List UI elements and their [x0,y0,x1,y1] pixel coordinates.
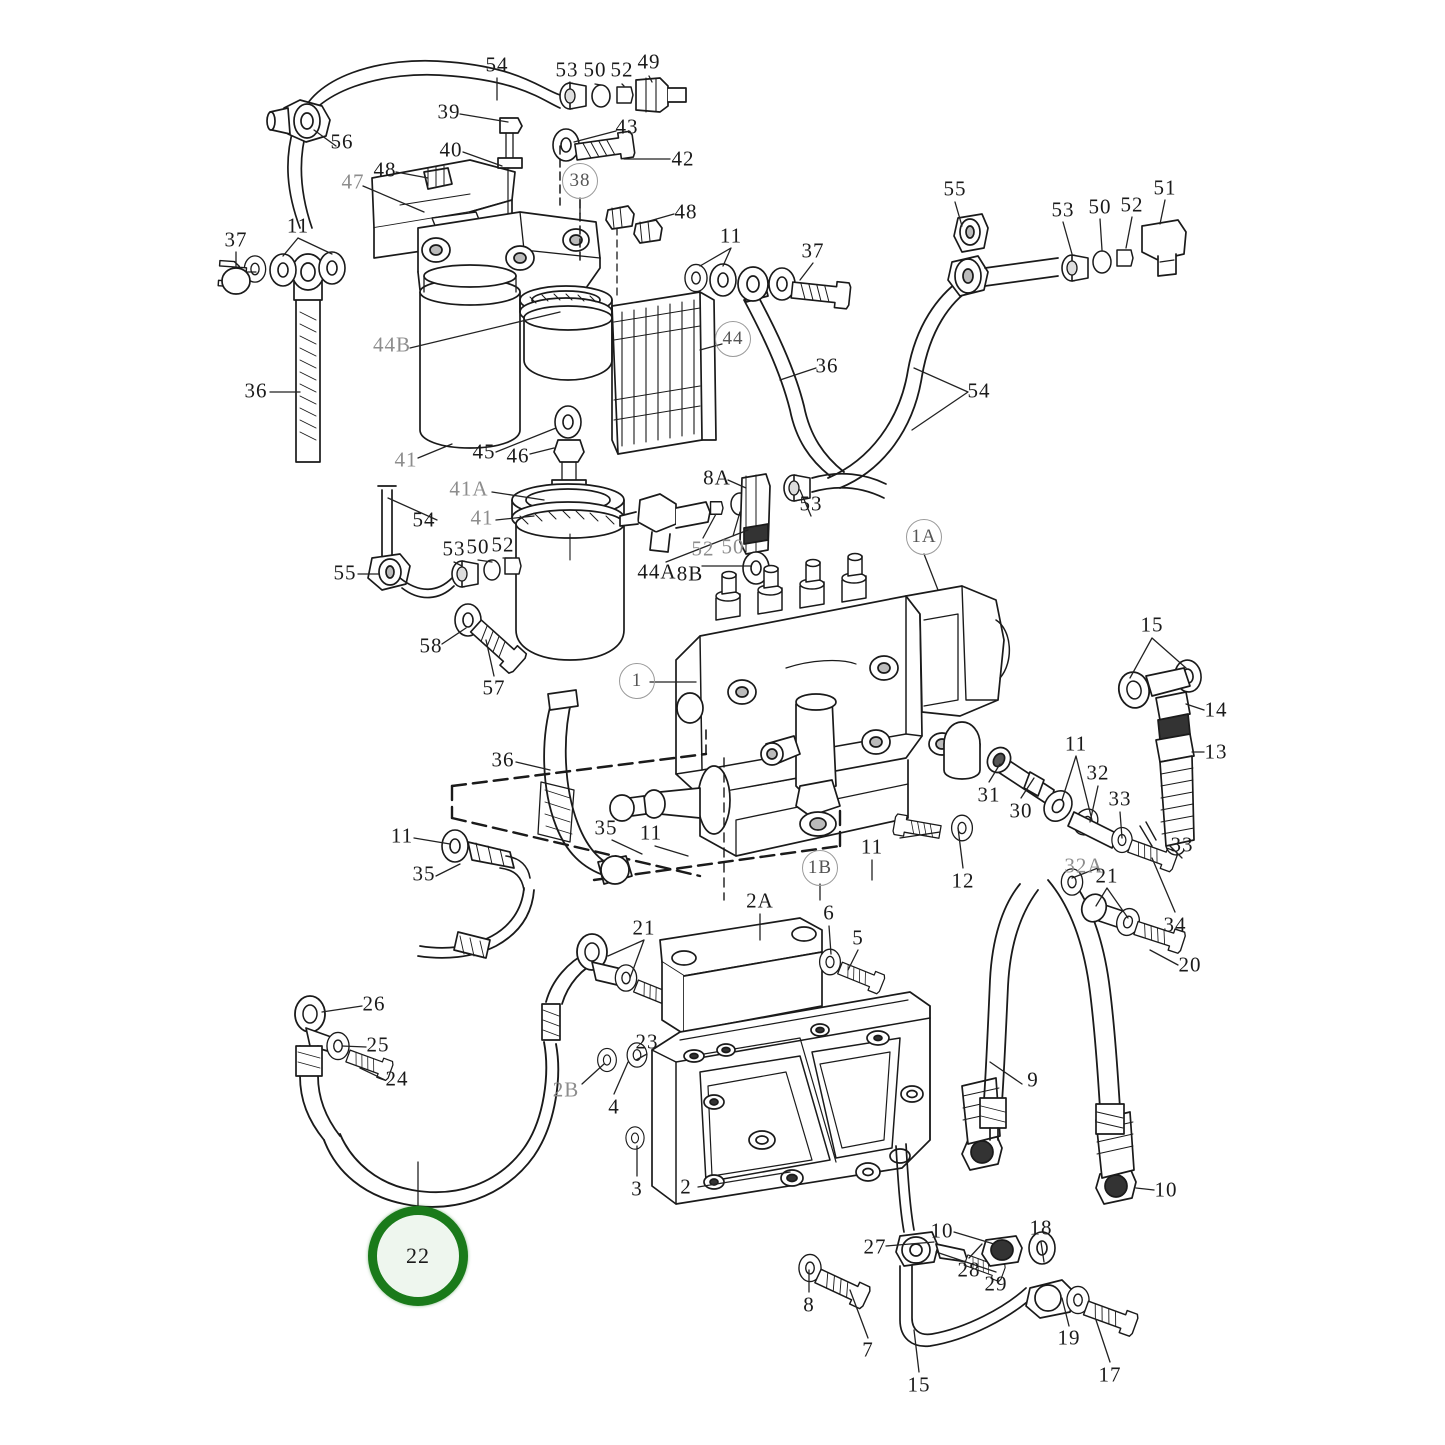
part-callout-50: 50 [466,534,490,559]
part-callout-39: 39 [437,99,461,124]
part-callout-53: 53 [1051,197,1075,222]
part-callout-29: 29 [984,1271,1008,1296]
part-callout-11: 11 [639,820,663,845]
part-callout-52: 52 [691,536,715,561]
part-callout-48: 48 [674,199,698,224]
part-callout-45: 45 [472,439,496,464]
part-callout-9: 9 [1027,1067,1039,1092]
part-callout-52: 52 [610,57,634,82]
part-callout-53: 53 [799,491,823,516]
part-callout-35: 35 [594,815,618,840]
part-callout-1A: 1A [906,519,942,555]
part-callout-41: 41 [394,447,418,472]
part-callout-2: 2 [680,1174,692,1199]
part-callout-8A: 8A [703,465,731,490]
part-callout-57: 57 [482,675,506,700]
part-callout-54: 54 [412,507,436,532]
part-callout-3: 3 [631,1176,643,1201]
part-callout-54: 54 [485,52,509,77]
part-callout-44A: 44A [637,559,677,584]
part-callout-11: 11 [286,213,310,238]
part-callout-2A: 2A [746,888,774,913]
part-callout-44: 44 [715,321,751,357]
part-callout-28: 28 [957,1257,981,1282]
part-callout-36: 36 [491,747,515,772]
part-callout-21: 21 [632,915,656,940]
part-callout-21: 21 [1095,863,1119,888]
part-callout-37: 37 [801,238,825,263]
part-callout-55: 55 [943,176,967,201]
part-callout-35: 35 [412,861,436,886]
part-callout-52: 52 [1120,192,1144,217]
part-callout-51: 51 [1153,175,1177,200]
part-callout-36: 36 [244,378,268,403]
part-callout-8B: 8B [676,561,704,586]
part-callout-44B: 44B [372,332,412,357]
part-callout-50: 50 [1088,194,1112,219]
part-callout-38: 38 [562,163,598,199]
part-callout-42: 42 [671,146,695,171]
part-callout-19: 19 [1057,1325,1081,1350]
part-callout-27: 27 [863,1234,887,1259]
part-callout-55: 55 [333,560,357,585]
part-callout-49: 49 [637,49,661,74]
part-callout-47: 47 [341,169,365,194]
part-callout-32: 32 [1086,760,1110,785]
part-callout-11: 11 [719,223,743,248]
part-callout-23: 23 [635,1029,659,1054]
part-callout-11: 11 [860,834,884,859]
part-callout-20: 20 [1178,952,1202,977]
part-callout-5: 5 [852,925,864,950]
part-callout-50: 50 [721,534,745,559]
part-callout-48: 48 [373,157,397,182]
part-callout-2B: 2B [552,1077,580,1102]
part-callout-32A: 32A [1064,853,1104,878]
part-callout-53: 53 [442,536,466,561]
part-callout-1: 1 [619,663,655,699]
part-callout-18: 18 [1029,1215,1053,1240]
part-callout-33: 33 [1108,786,1132,811]
part-callout-41A: 41A [449,476,489,501]
part-callout-6: 6 [823,900,835,925]
part-callout-14: 14 [1204,697,1228,722]
part-callout-12: 12 [951,868,975,893]
part-callout-56: 56 [330,129,354,154]
part-callout-34: 34 [1163,912,1187,937]
part-callout-11: 11 [390,823,414,848]
part-callout-58: 58 [419,633,443,658]
part-callout-1B: 1B [802,850,838,886]
part-callout-10: 10 [930,1218,954,1243]
part-callout-46: 46 [506,443,530,468]
part-callout-50: 50 [583,57,607,82]
part-callout-30: 30 [1009,798,1033,823]
part-callout-36: 36 [815,353,839,378]
part-callout-11: 11 [1064,731,1088,756]
part-callout-24: 24 [385,1066,409,1091]
part-callout-4: 4 [608,1094,620,1119]
part-callout-26: 26 [362,991,386,1016]
part-callout-31: 31 [977,782,1001,807]
part-callout-7: 7 [862,1337,874,1362]
part-callout-40: 40 [439,137,463,162]
highlighted-part-callout-22[interactable]: 22 [368,1206,468,1306]
part-callout-8: 8 [803,1292,815,1317]
part-callout-41: 41 [470,505,494,530]
part-callout-17: 17 [1098,1362,1122,1387]
part-callout-10: 10 [1154,1177,1178,1202]
part-callout-54: 54 [967,378,991,403]
part-callout-33: 33 [1170,832,1194,857]
part-callout-25: 25 [366,1032,390,1057]
part-callout-53: 53 [555,57,579,82]
part-callout-15: 15 [907,1372,931,1397]
part-callout-37: 37 [224,227,248,252]
part-callout-15: 15 [1140,612,1164,637]
part-callout-52: 52 [491,532,515,557]
part-callout-13: 13 [1204,739,1228,764]
part-callout-43: 43 [615,114,639,139]
